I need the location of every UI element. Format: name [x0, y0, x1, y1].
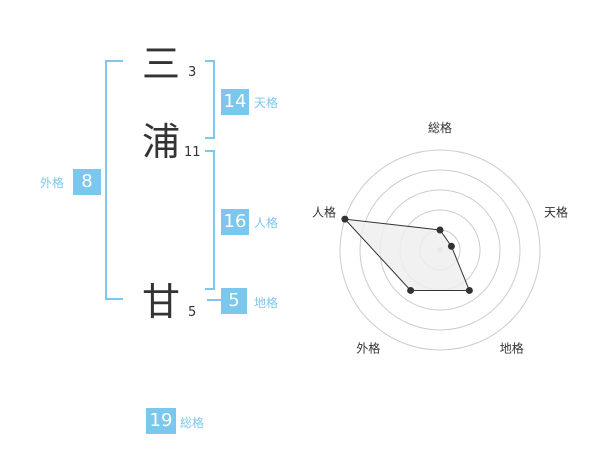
radar-axis-label: 総格 [428, 120, 452, 135]
radar-grid-ring [339, 149, 541, 351]
radar-data-point [341, 215, 349, 223]
gaikaku-value-box: 8 [73, 169, 101, 195]
soukaku-label: 総格 [180, 416, 205, 430]
jinkaku-label: 人格 [254, 216, 279, 230]
name-char-3: 甘 [141, 280, 180, 324]
radar-axis-label: 外格 [356, 341, 380, 356]
radar-data-point [407, 286, 415, 294]
tenkaku-label: 天格 [254, 96, 279, 110]
stroke-count-1: 3 [188, 65, 197, 80]
jinkaku-value-box: 16 [221, 209, 249, 235]
radar-axis-label: 人格 [312, 204, 336, 219]
radar-grid-ring [359, 169, 521, 331]
name-char-1: 三 [141, 42, 180, 86]
radar-data-area [343, 218, 471, 291]
tenkaku-value-box: 14 [221, 89, 249, 115]
chikaku-label: 地格 [254, 296, 279, 310]
radar-axis-label: 天格 [544, 204, 568, 219]
stroke-count-2: 11 [184, 145, 201, 160]
radar-data-point [447, 242, 455, 250]
chikaku-connector [207, 299, 221, 301]
gaikaku-label: 外格 [40, 176, 65, 190]
chikaku-value-box: 5 [221, 288, 247, 314]
soukaku-value-box: 19 [146, 408, 176, 434]
radar-data-point [465, 286, 473, 294]
radar-data-point [436, 226, 444, 234]
radar-axis-label: 地格 [500, 341, 524, 356]
name-char-2: 浦 [141, 120, 180, 164]
stroke-count-3: 5 [188, 305, 197, 320]
